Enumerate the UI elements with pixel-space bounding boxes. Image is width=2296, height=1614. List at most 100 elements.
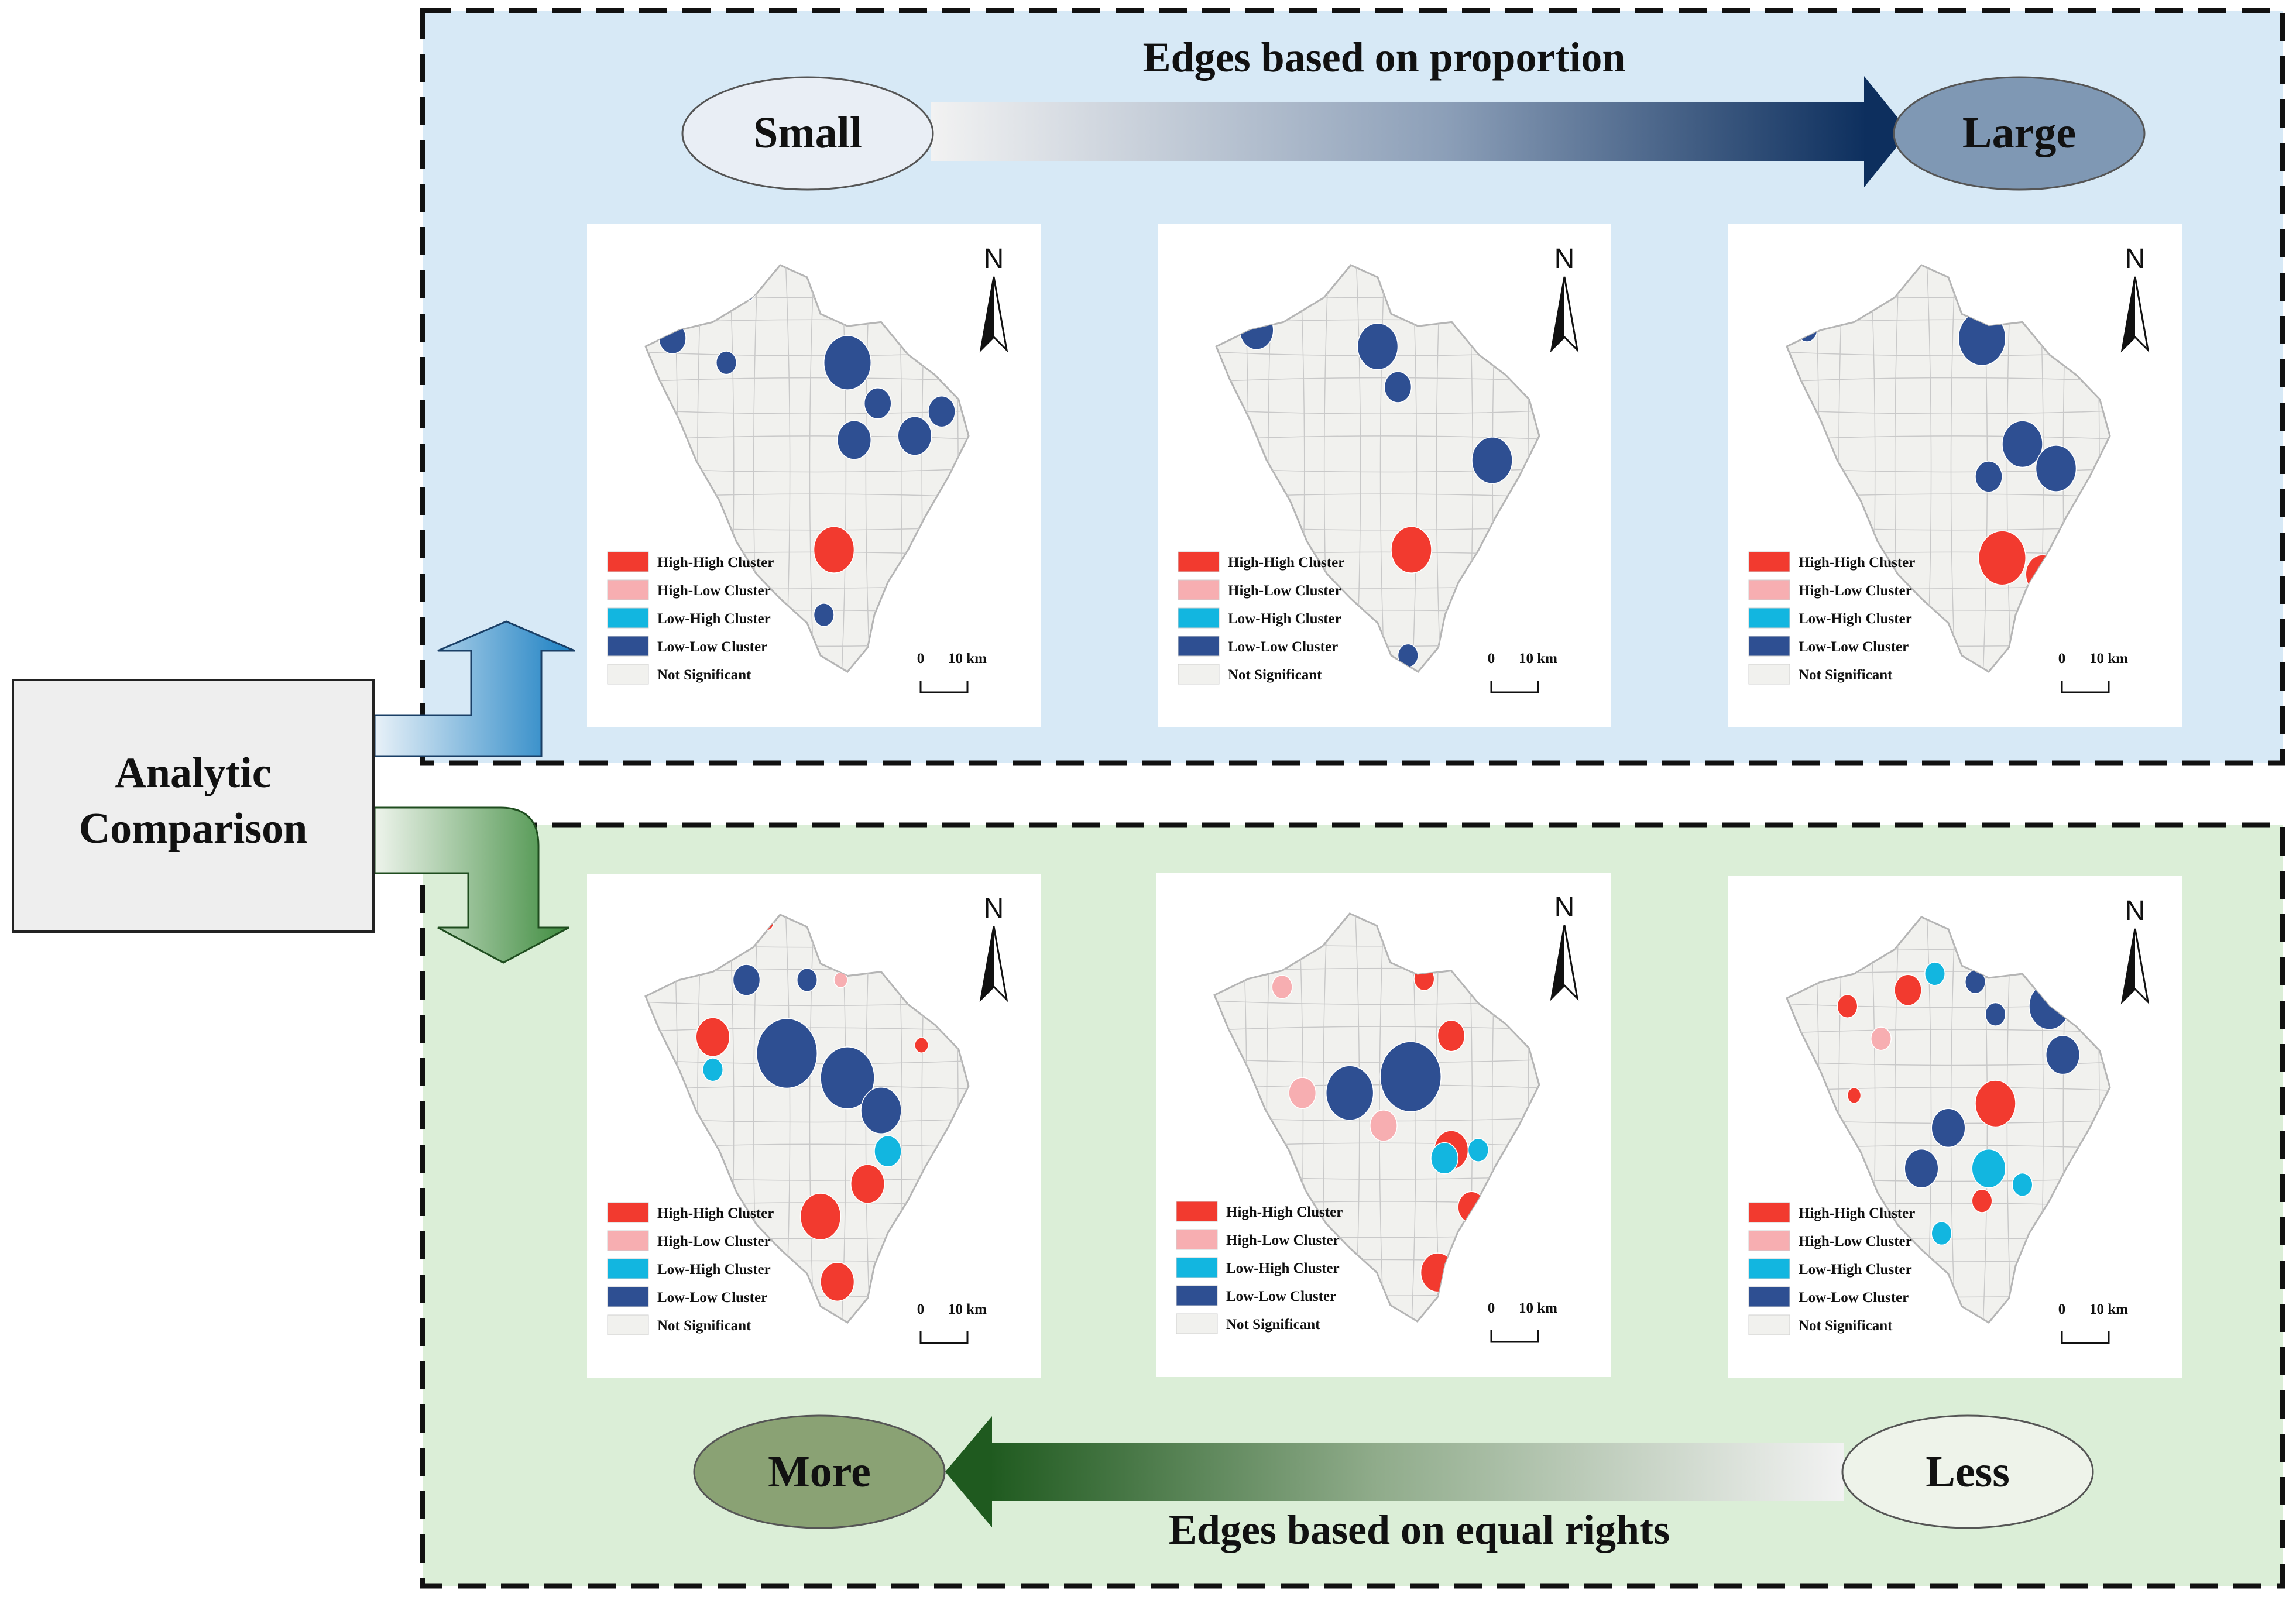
cluster-patch [813, 603, 835, 627]
cluster-patch [1975, 461, 2003, 493]
cluster-patch [820, 1046, 875, 1110]
scale-bar [1490, 1330, 1539, 1343]
north-label: N [984, 893, 1004, 924]
more-label: More [768, 1447, 871, 1496]
cluster-patch [1437, 1019, 1466, 1052]
legend-label: High-High Cluster [1228, 555, 1344, 571]
legend-label: High-High Cluster [657, 1206, 774, 1221]
legend-label: Low-Low Cluster [1799, 1290, 1909, 1306]
cluster-patch [1391, 526, 1432, 574]
cluster-patch [1430, 1142, 1458, 1175]
legend-swatch [1748, 551, 1790, 572]
legend-swatch [607, 1314, 649, 1335]
cluster-patch [1379, 1041, 1442, 1112]
scale-end-label: 10 km [2089, 1301, 2128, 1317]
scale-bar [919, 1331, 969, 1344]
legend-swatch [1176, 1285, 1218, 1306]
legend-swatch [1178, 664, 1220, 685]
legend-label: Not Significant [1226, 1317, 1320, 1333]
north-arrow-icon-half [1552, 925, 1564, 998]
legend-label: High-Low Cluster [657, 583, 771, 599]
legend-label: High-Low Cluster [1799, 1234, 1912, 1249]
cluster-patch [823, 335, 871, 390]
cluster-patch [1985, 1002, 2006, 1026]
legend-label: Not Significant [1799, 1318, 1893, 1334]
cluster-patch [1931, 1221, 1952, 1246]
scale-bar [1490, 681, 1539, 693]
cluster-patch [864, 387, 892, 420]
top-panel-title: Edges based on proportion [1143, 34, 1626, 81]
legend-label: Low-High Cluster [657, 1262, 771, 1278]
legend-swatch [1748, 1202, 1790, 1223]
scale-start-label: 0 [1488, 651, 1495, 667]
cluster-patch [702, 1057, 723, 1082]
bottom-progression-arrow [945, 1416, 1844, 1527]
green-connector-arrow [373, 806, 569, 964]
legend-swatch [1176, 1229, 1218, 1250]
cluster-patch [1924, 961, 1945, 986]
legend-label: Low-Low Cluster [657, 1290, 767, 1306]
cluster-patch [897, 416, 932, 456]
cluster-patch [2012, 1172, 2033, 1197]
north-label: N [2125, 895, 2146, 926]
large-label: Large [1962, 108, 2076, 157]
cluster-patch [1288, 1077, 1317, 1110]
scale-bar [919, 681, 969, 693]
legend-swatch [607, 1202, 649, 1223]
legend-label: Low-Low Cluster [1799, 639, 1909, 655]
legend-swatch [1176, 1257, 1218, 1278]
more-ellipse: More [693, 1414, 946, 1529]
cluster-patch [1978, 530, 2026, 586]
legend-label: Low-Low Cluster [1226, 1289, 1336, 1304]
region-outline [1215, 264, 1540, 673]
cluster-patch [837, 420, 871, 460]
cluster-patch [914, 1037, 929, 1054]
cluster-patch [756, 1018, 818, 1089]
north-arrow-icon-half [2122, 277, 2135, 350]
cluster-patch [813, 526, 855, 574]
scale-bar [2061, 681, 2110, 693]
cluster-patch [850, 1164, 885, 1204]
scale-end-label: 10 km [1519, 651, 1557, 667]
legend-label: Low-Low Cluster [1228, 639, 1338, 655]
cluster-patch [2002, 420, 2043, 468]
cluster-patch [1357, 322, 1399, 370]
top-progression-arrow [931, 76, 1909, 187]
legend-swatch [607, 636, 649, 657]
cluster-patch [2035, 445, 2077, 492]
cluster-patch [695, 1017, 730, 1057]
legend-swatch [607, 579, 649, 600]
scale-start-label: 0 [2058, 1301, 2066, 1317]
scale-start-label: 0 [2058, 651, 2066, 667]
cluster-patch [1894, 974, 1922, 1006]
cluster-patch [874, 1135, 902, 1167]
scale-start-label: 0 [917, 1301, 925, 1317]
north-arrow-icon-half [1552, 277, 1564, 350]
cluster-patch [820, 1262, 855, 1302]
small-ellipse: Small [681, 76, 934, 191]
legend-swatch [1748, 1286, 1790, 1307]
legend-swatch [1748, 607, 1790, 629]
north-arrow-icon-half [981, 926, 994, 1000]
legend-label: High-Low Cluster [657, 1234, 771, 1249]
legend-label: High-Low Cluster [1799, 583, 1912, 599]
legend-swatch [607, 1286, 649, 1307]
region-outline [644, 914, 970, 1324]
legend-swatch [607, 551, 649, 572]
scale-bar [2061, 1331, 2110, 1344]
legend-swatch [1748, 664, 1790, 685]
north-label: N [2125, 243, 2146, 274]
blue-connector-arrow [373, 620, 575, 757]
less-label: Less [1926, 1447, 2010, 1496]
scale-start-label: 0 [917, 651, 925, 667]
scale-start-label: 0 [1488, 1300, 1495, 1316]
